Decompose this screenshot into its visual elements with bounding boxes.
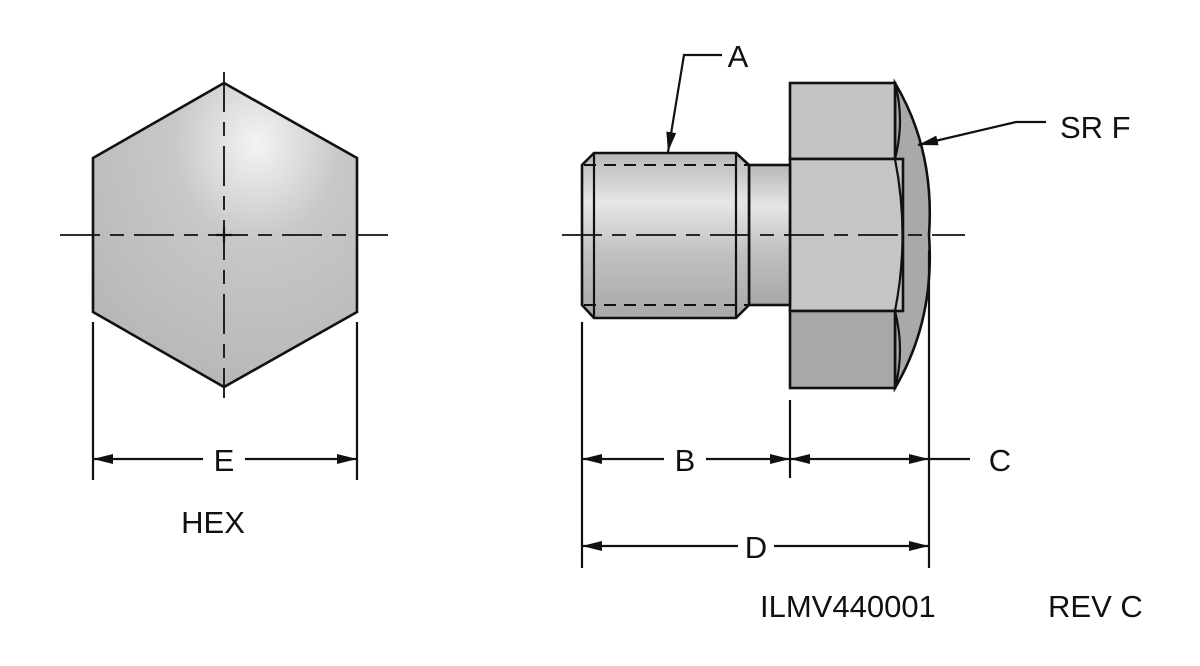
dimension-label-e: E (214, 443, 235, 478)
hex-head-bottom-flat (788, 309, 897, 390)
part-number: ILMV440001 (760, 589, 936, 624)
hex-head-top-flat (788, 81, 897, 161)
leader-sr-f (917, 120, 1046, 147)
hex-end-view: E HEX (60, 72, 388, 540)
thread-label-a: A (728, 39, 749, 74)
hex-caption: HEX (181, 505, 245, 540)
side-view: A SR F B C D (562, 39, 1131, 568)
dimension-label-d: D (745, 530, 767, 565)
spherical-radius-label: SR F (1060, 110, 1131, 145)
revision: REV C (1048, 589, 1143, 624)
dimension-label-c: C (989, 443, 1011, 478)
dimension-label-b: B (675, 443, 696, 478)
leader-a (666, 53, 722, 153)
